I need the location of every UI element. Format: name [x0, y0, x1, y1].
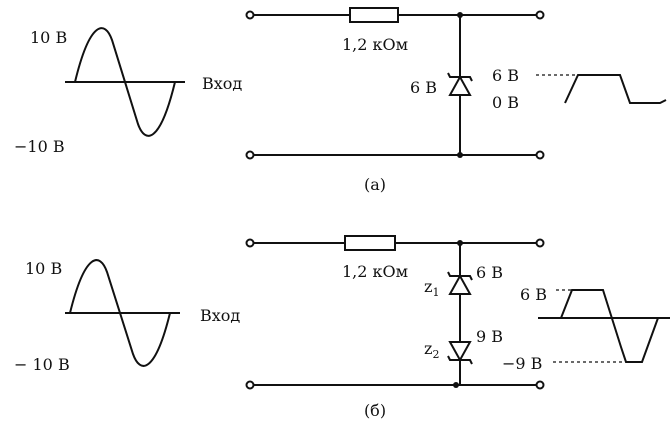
input-waveform-b: 10 В − 10 В Вход: [14, 259, 240, 374]
input-min-label: − 10 В: [14, 355, 70, 374]
input-max-label: 10 В: [25, 259, 62, 278]
sine-wave: [69, 259, 171, 367]
terminal: [245, 150, 255, 160]
junction: [457, 152, 463, 158]
schematic-b: 1,2 кОм z1 6 В z2 9 В (б): [245, 235, 545, 420]
input-min-label: −10 В: [14, 137, 65, 156]
circuit-b: 10 В − 10 В Вход 1,2 кОм z1 6 В z2: [14, 235, 670, 420]
terminal: [245, 380, 255, 390]
input-label: Вход: [200, 306, 240, 325]
z1-voltage: 6 В: [476, 263, 503, 282]
terminal: [535, 238, 545, 248]
zener-label: 6 В: [410, 78, 437, 97]
resistor-label: 1,2 кОм: [342, 35, 408, 54]
zener-diode: [447, 72, 473, 96]
output-waveform-b: 6 В −9 В: [502, 285, 670, 373]
clipped-wave: [560, 289, 659, 363]
terminal: [535, 150, 545, 160]
input-waveform-a: 10 В −10 В Вход: [14, 27, 242, 156]
z2-voltage: 9 В: [476, 327, 503, 346]
input-max-label: 10 В: [30, 28, 67, 47]
z2-label: z2: [424, 339, 439, 361]
terminal: [245, 10, 255, 20]
schematic-a: 1,2 кОм 6 В (а): [245, 7, 545, 194]
z1-label: z1: [424, 277, 439, 299]
clipped-wave: [564, 74, 667, 104]
zener-z1: [447, 271, 473, 295]
output-high-label: 6 В: [520, 285, 547, 304]
zener-z2: [447, 341, 473, 365]
terminal: [245, 238, 255, 248]
terminal: [535, 380, 545, 390]
caption-b: (б): [364, 401, 386, 420]
resistor: [344, 235, 396, 251]
output-low-label: −9 В: [502, 354, 542, 373]
circuit-a: 10 В −10 В Вход 1,2 кОм 6 В (а) 6 В: [14, 7, 667, 194]
terminal: [535, 10, 545, 20]
sine-wave: [74, 27, 176, 137]
output-waveform-a: 6 В 0 В: [492, 66, 667, 112]
junction: [453, 382, 459, 388]
caption-a: (а): [364, 175, 386, 194]
output-high-label: 6 В: [492, 66, 519, 85]
resistor-label: 1,2 кОм: [342, 262, 408, 281]
input-label: Вход: [202, 74, 242, 93]
resistor: [349, 7, 399, 23]
output-low-label: 0 В: [492, 93, 519, 112]
